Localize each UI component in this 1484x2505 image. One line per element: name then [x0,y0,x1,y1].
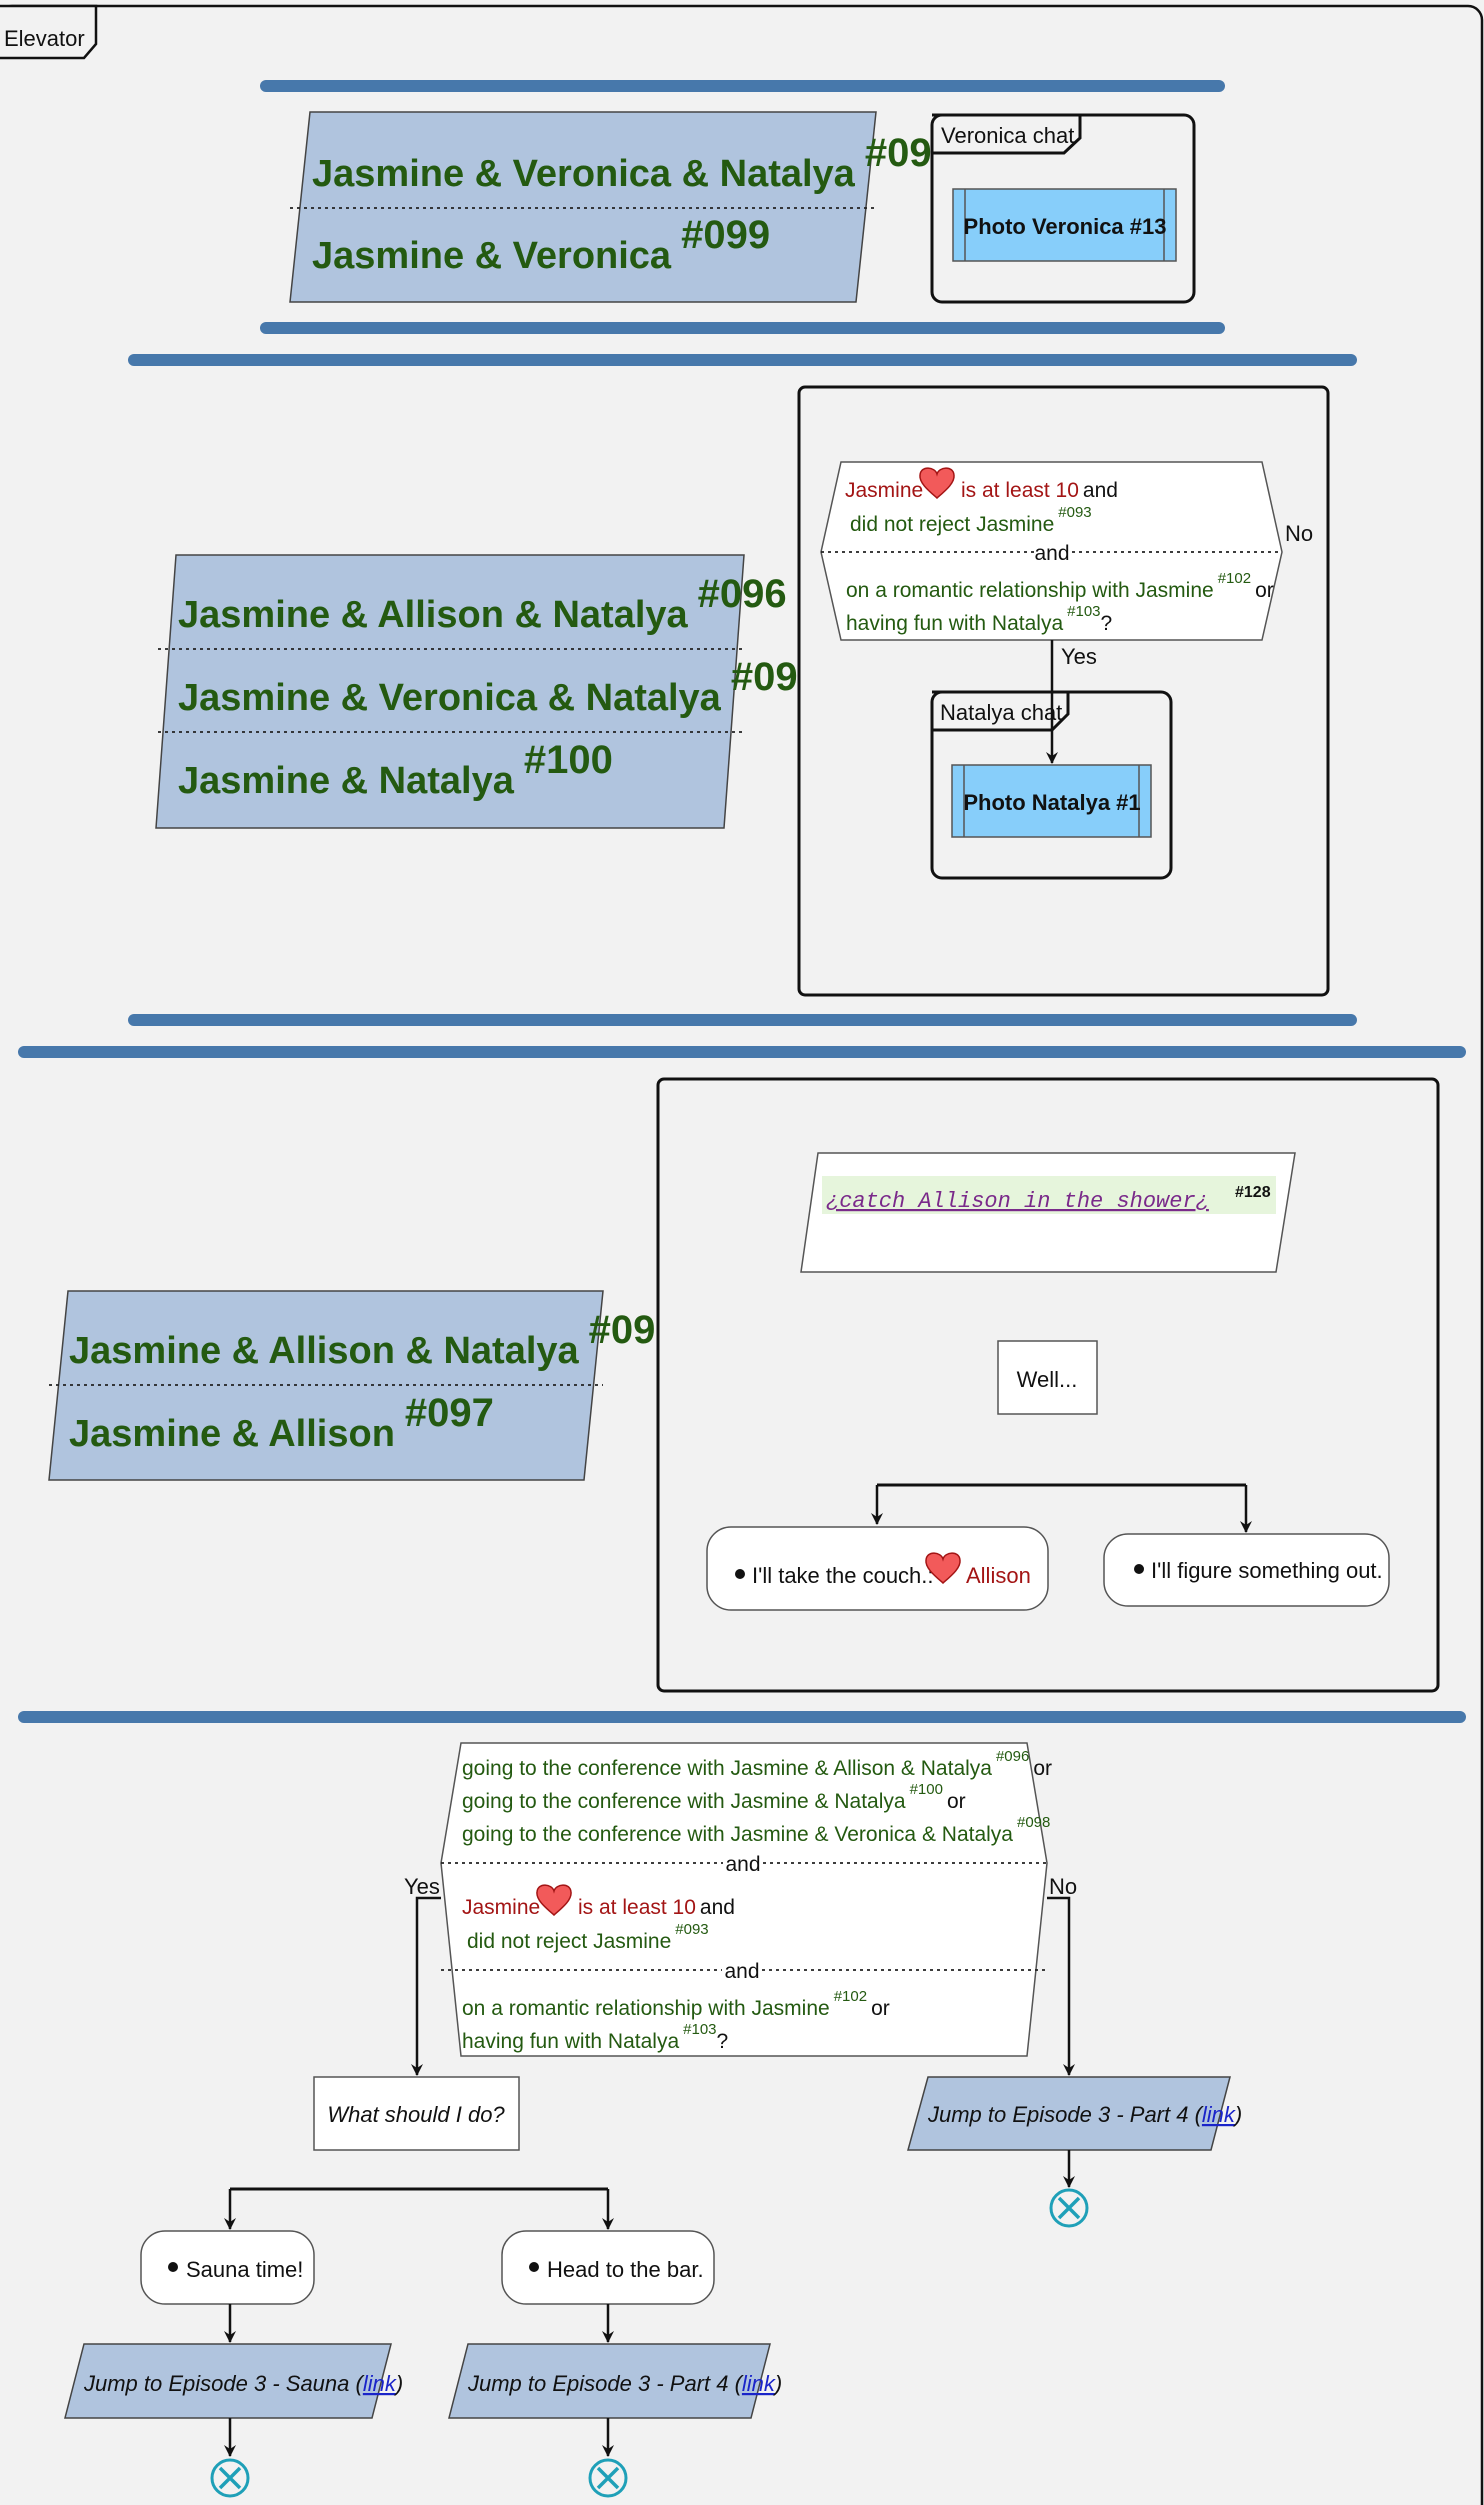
separator-label: and [724,1960,759,1983]
sync-bar [18,1046,1466,1058]
parallel-box-1 [289,111,877,303]
choice-text: I'll take the couch.: [752,1563,934,1588]
bullet [529,2262,539,2272]
choice-couch[interactable] [706,1526,1049,1611]
choice-text: Head to the bar. [547,2257,704,2282]
frame-tab [0,4,98,60]
path-line: Jasmine & Veronica#099 [312,213,770,277]
group-title: Natalya chat [940,700,1062,725]
end-stop-icon [588,2458,628,2498]
condition-text: having fun with Natalya#103? [846,603,1112,635]
what-box [313,2076,520,2151]
photo-box [952,188,1177,262]
section-4: going to the conference with Jasmine & A… [64,1742,1242,2498]
condition-text: having fun with Natalya#103? [462,2021,728,2053]
condition-text: going to the conference with Jasmine & V… [462,1814,1050,1846]
section-2: Jasmine & Allison & Natalya#096 Jasmine … [128,354,1357,1026]
bullet [168,2262,178,2272]
photo-label: Photo Natalya #1 [963,790,1140,815]
condition-text: going to the conference with Jasmine & N… [462,1781,966,1813]
path-line: Jasmine & Allison#097 [69,1391,494,1455]
choice-text: Sauna time! [186,2257,303,2282]
well-box [997,1340,1098,1415]
path-line: Jasmine & Natalya#100 [178,738,613,802]
yes-label: Yes [404,1874,440,1899]
yes-label: Yes [1061,644,1097,669]
condition-text: on a romantic relationship with Jasmine#… [462,1988,890,2020]
well-text: Well... [1017,1367,1078,1392]
choice-name: Allison [966,1563,1031,1588]
sync-bar [260,80,1225,92]
bullet [1134,1564,1144,1574]
jump-text[interactable]: Jump to Episode 3 - Part 4 (link) [467,2371,782,2396]
parallel-box-2 [155,554,745,829]
what-text: What should I do? [327,2102,505,2127]
jump-box [448,2343,771,2419]
frame-title: Elevator [4,26,85,51]
group-tab [932,690,1070,732]
photo-box [951,764,1152,838]
no-label: No [1285,521,1313,546]
sync-bar [128,354,1357,366]
jump-text[interactable]: Jump to Episode 3 - Sauna (link) [83,2371,403,2396]
event-text: ¿catch Allison in the shower¿ [826,1189,1209,1214]
choice-sauna[interactable] [140,2230,315,2305]
sync-bar [128,1014,1357,1026]
parallel-box-3 [48,1290,604,1481]
jump-box [907,2076,1231,2151]
event-ref: #128 [1235,1184,1271,1201]
path-line: Jasmine & Allison & Natalya#096 [178,572,787,636]
bullet [735,1569,745,1579]
choice-text: I'll figure something out. [1151,1558,1383,1583]
condition-text: going to the conference with Jasmine & A… [462,1748,1052,1780]
flow-arrow [1047,1896,1075,2076]
separator-label: and [725,1853,760,1876]
section-1: Jasmine & Veronica & Natalya#098 Jasmine… [260,80,1225,334]
path-line: Jasmine & Allison & Natalya#096 [69,1308,678,1372]
sync-bar [260,322,1225,334]
condition-text: on a romantic relationship with Jasmine#… [846,570,1274,602]
condition-text: did not reject Jasmine#093 [850,504,1092,536]
jump-text[interactable]: Jump to Episode 3 - Part 4 (link) [927,2102,1242,2127]
flow-arrow [411,1896,441,2076]
condition-text: did not reject Jasmine#093 [467,1921,709,1953]
no-label: No [1049,1874,1077,1899]
choice-figure[interactable] [1103,1533,1390,1607]
separator-label: and [1034,542,1069,565]
event-highlight [822,1176,1276,1214]
jump-box [64,2343,392,2419]
end-stop-icon [210,2458,250,2498]
photo-label: Photo Veronica #13 [964,214,1167,239]
end-stop-icon [1049,2188,1089,2228]
group-title: Veronica chat [941,123,1074,148]
sync-bar [18,1711,1466,1723]
group-tab [932,113,1082,155]
section-3: Jasmine & Allison & Natalya#096 Jasmine … [18,1046,1466,1723]
